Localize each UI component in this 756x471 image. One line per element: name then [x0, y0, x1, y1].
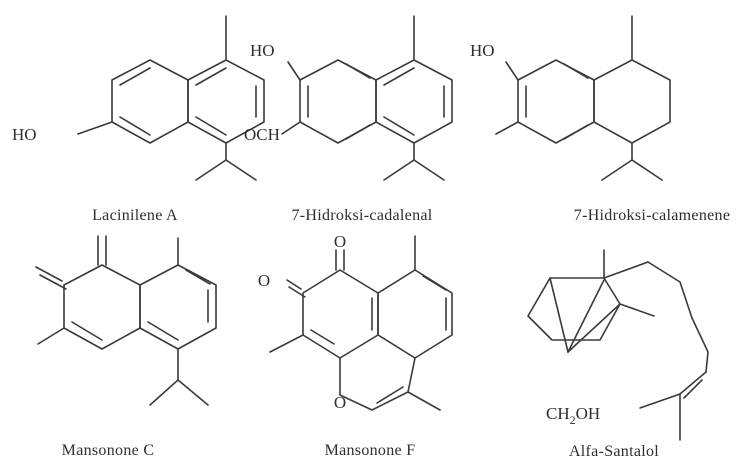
label-hydroxyl: HO: [12, 125, 37, 144]
structure-7-hidroksi-cadalenal: HO OCH: [244, 15, 453, 181]
structure-mansonone-c: [35, 235, 217, 406]
label-ketone-oxygen: O: [334, 232, 346, 251]
caption-7-hidroksi-calamenene: 7-Hidroksi-calamenene: [574, 207, 730, 224]
structure-alfa-santalol: CH2OH: [527, 249, 709, 441]
caption-mansonone-c: Mansonone C: [62, 442, 155, 459]
caption-7-hidroksi-cadalenal: 7-Hidroksi-cadalenal: [291, 207, 432, 224]
label-hydroxyl: HO: [470, 41, 495, 60]
label-ketone-oxygen: O: [258, 271, 270, 290]
label-ring-oxygen: O: [334, 393, 346, 412]
structure-mansonone-f: O O O: [258, 232, 453, 412]
label-aldehyde: OCH: [244, 125, 280, 144]
caption-lacinilene-a: Lacinilene A: [92, 207, 178, 224]
structure-lacinilene-a: HO: [12, 15, 265, 181]
structure-7-hidroksi-calamenene: HO: [470, 15, 671, 181]
caption-mansonone-f: Mansonone F: [325, 442, 416, 459]
caption-alfa-santalol: Alfa-Santalol: [569, 443, 659, 460]
label-hydroxymethyl: CH2OH: [546, 404, 600, 427]
label-hydroxyl: HO: [250, 41, 275, 60]
